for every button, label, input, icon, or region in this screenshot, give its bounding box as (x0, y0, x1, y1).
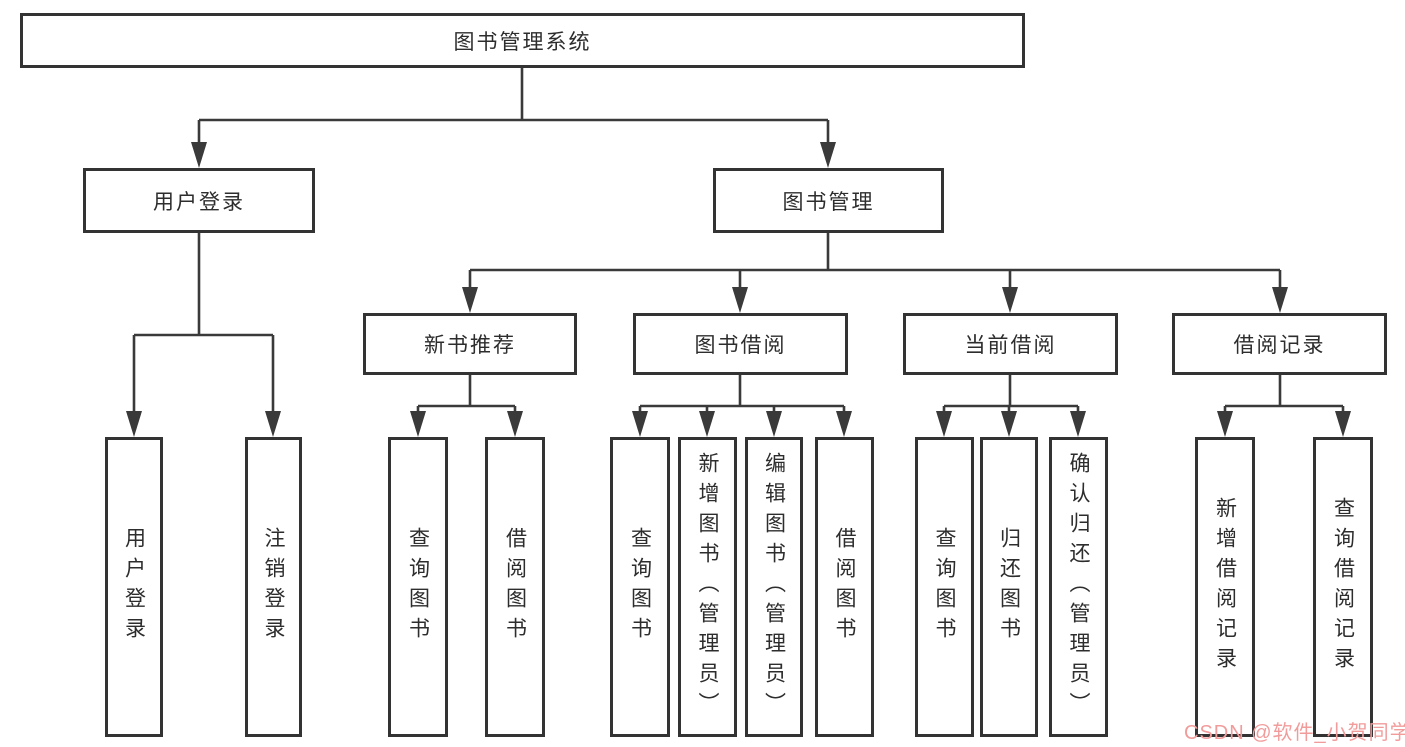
node-book-borrow: 图书借阅 (633, 313, 848, 375)
leaf-user-login: 用户登录 (105, 437, 163, 737)
leaf-confirm-return-admin: 确认归还（管理员） (1049, 437, 1108, 737)
node-library-management-system: 图书管理系统 (20, 13, 1025, 68)
leaf-add-books-admin: 新增图书（管理员） (678, 437, 737, 737)
leaf-return-books: 归还图书 (980, 437, 1038, 737)
node-book-management: 图书管理 (713, 168, 944, 233)
leaf-query-books-borrow: 查询图书 (610, 437, 670, 737)
leaf-borrow-books-recommend: 借阅图书 (485, 437, 545, 737)
node-current-borrow: 当前借阅 (903, 313, 1118, 375)
leaf-query-books-current: 查询图书 (915, 437, 974, 737)
arrowheads (126, 142, 1351, 437)
leaf-logout: 注销登录 (245, 437, 302, 737)
leaf-borrow-books: 借阅图书 (815, 437, 874, 737)
node-new-book-recommend: 新书推荐 (363, 313, 577, 375)
connector-segments (132, 68, 1345, 413)
node-user-login: 用户登录 (83, 168, 315, 233)
leaf-query-books-recommend: 查询图书 (388, 437, 448, 737)
leaf-edit-books-admin: 编辑图书（管理员） (745, 437, 803, 737)
leaf-query-borrow-record: 查询借阅记录 (1313, 437, 1373, 737)
leaf-add-borrow-record: 新增借阅记录 (1195, 437, 1255, 737)
node-borrow-records: 借阅记录 (1172, 313, 1387, 375)
csdn-watermark: CSDN @软件_小贺同学 (1184, 722, 1405, 744)
